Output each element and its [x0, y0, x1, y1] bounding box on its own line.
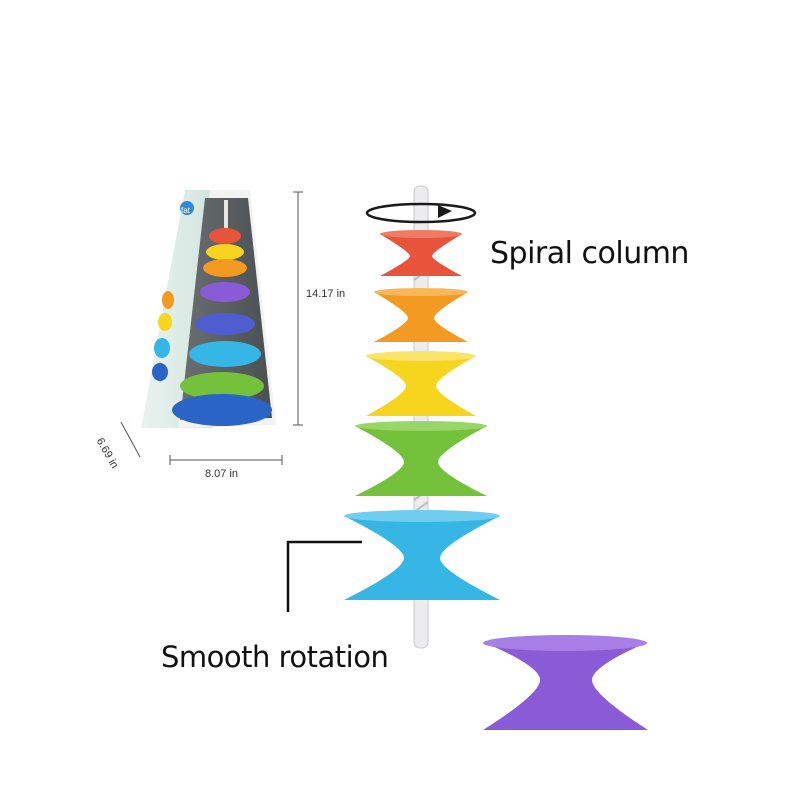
height-dimension-label: 14.17 in — [306, 288, 346, 300]
smooth-rotation-callout-line — [286, 540, 362, 612]
smooth-rotation-label: Smooth rotation — [161, 640, 389, 674]
depth-line — [120, 421, 141, 458]
width-dimension-label: 8.07 in — [205, 468, 239, 480]
dimension-lines — [120, 191, 303, 465]
purple-spool — [483, 635, 648, 730]
box-window — [180, 198, 272, 420]
spiral-column-label: Spiral column — [490, 236, 689, 271]
blue-spool — [344, 510, 500, 600]
orange-spool — [374, 288, 468, 342]
box-side-graphics — [152, 291, 174, 381]
box-brand-mark: fat — [181, 206, 190, 215]
box-logo — [180, 201, 194, 215]
spiral-stacking-toy — [344, 185, 648, 730]
box-ring-stack — [172, 200, 272, 426]
green-spool — [355, 421, 487, 496]
rotation-arrow-icon — [365, 202, 477, 224]
yellow-spool — [366, 351, 476, 416]
red-spool — [380, 230, 462, 276]
product-box — [141, 190, 276, 428]
